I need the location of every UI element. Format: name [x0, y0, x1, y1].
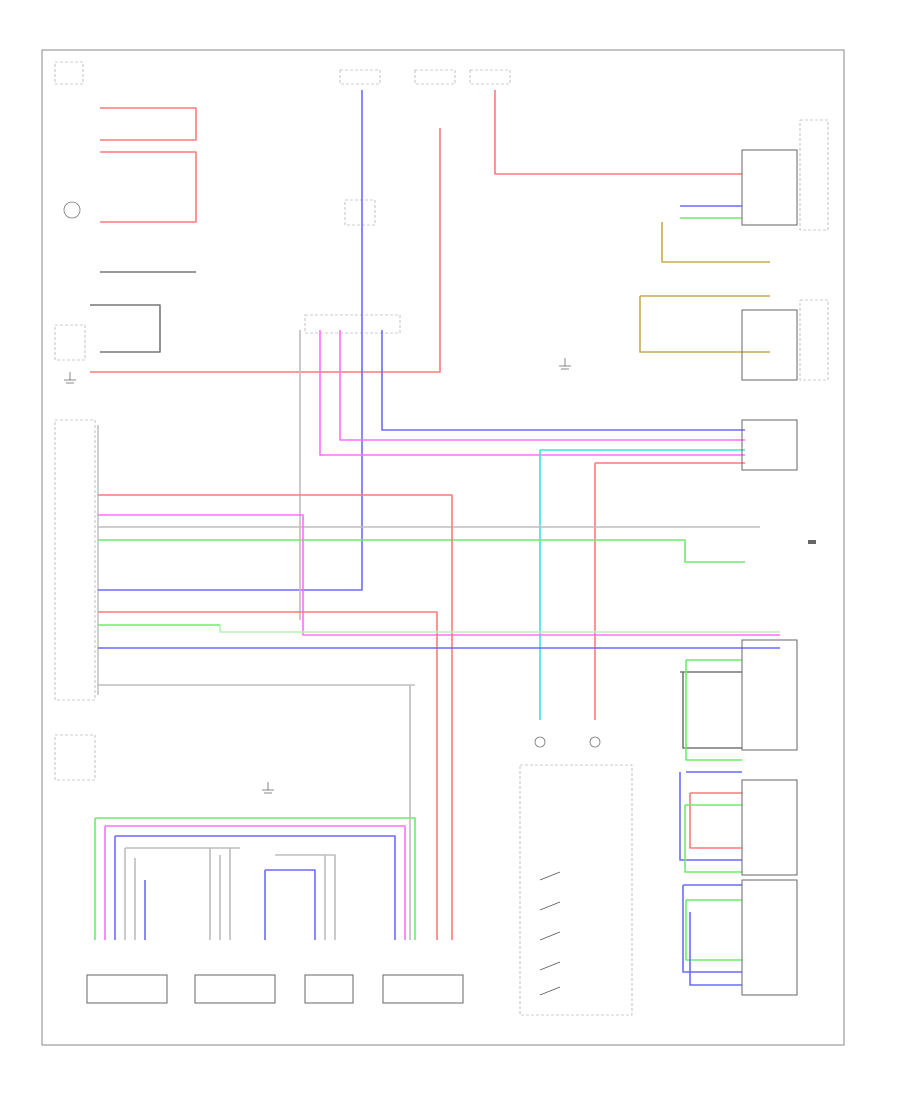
wire-pink-17	[98, 514, 780, 636]
wire-olive-25	[661, 222, 770, 263]
wires-layer	[90, 90, 780, 986]
component-block-5	[741, 309, 798, 381]
component-block-6	[741, 419, 798, 471]
ecu-dash-box	[54, 419, 96, 701]
wire-blue-44	[689, 912, 742, 986]
bulb-box-left	[54, 734, 96, 781]
wire-blue-5	[98, 90, 363, 591]
wire-pink-8	[339, 330, 745, 441]
fuse-box-2	[414, 69, 456, 85]
wire-blue-47	[115, 835, 396, 940]
sensor-box-left	[54, 324, 86, 361]
wire-gray-60	[275, 854, 336, 940]
wire-olive-26	[639, 296, 770, 353]
wire-green-33	[685, 660, 742, 761]
fuse-box-1	[339, 69, 381, 85]
relay-box-center	[344, 199, 376, 226]
wire-blue-9	[381, 330, 745, 431]
junction-block	[304, 314, 401, 334]
wire-lightgreen-20	[219, 625, 780, 633]
component-block-8	[741, 779, 798, 876]
wire-green-45	[95, 817, 416, 940]
wire-red-0	[100, 107, 197, 141]
component-block-3	[382, 974, 464, 1004]
component-block-7	[741, 639, 798, 751]
wire-green-15	[98, 539, 745, 563]
wire-blue-35	[679, 772, 742, 861]
wire-green-43	[685, 900, 742, 961]
component-blocks-layer	[86, 149, 798, 1004]
indicator-lamp-1	[534, 736, 546, 748]
wire-red-19	[98, 611, 438, 940]
right-connector-frame-mid	[799, 299, 829, 381]
component-outlines	[54, 61, 829, 1016]
wire-green-39	[684, 805, 742, 873]
wire-red-37	[689, 793, 742, 849]
switch-box-top-left	[54, 61, 84, 85]
diagram-frame	[41, 49, 845, 1046]
component-block-4	[741, 149, 798, 226]
switch-circle	[63, 201, 81, 219]
right-ground-marker	[808, 540, 816, 544]
wire-pink-46	[105, 825, 406, 940]
wire-red-1	[100, 151, 197, 223]
component-block-1	[194, 974, 276, 1004]
ground-symbol-mid	[559, 358, 571, 370]
component-block-0	[86, 974, 168, 1004]
component-block-2	[304, 974, 354, 1004]
component-block-9	[741, 879, 798, 996]
wire-blue-58	[265, 869, 316, 940]
wire-red-18	[98, 494, 453, 940]
right-connector-frame-top	[799, 119, 829, 231]
wire-blue-41	[682, 885, 742, 973]
switch-contacts	[539, 871, 561, 996]
ground-symbol-bottom	[262, 782, 274, 794]
ground-symbol-left	[64, 372, 76, 384]
indicator-lamp-2	[589, 736, 601, 748]
wire-dark-31	[682, 672, 742, 749]
wire-pink-7	[319, 330, 745, 456]
wire-dark-3	[90, 304, 161, 353]
wire-red-4	[90, 128, 441, 373]
fuse-box-3	[469, 69, 511, 85]
switch-bank	[519, 764, 633, 1016]
wire-red-6	[494, 90, 742, 175]
